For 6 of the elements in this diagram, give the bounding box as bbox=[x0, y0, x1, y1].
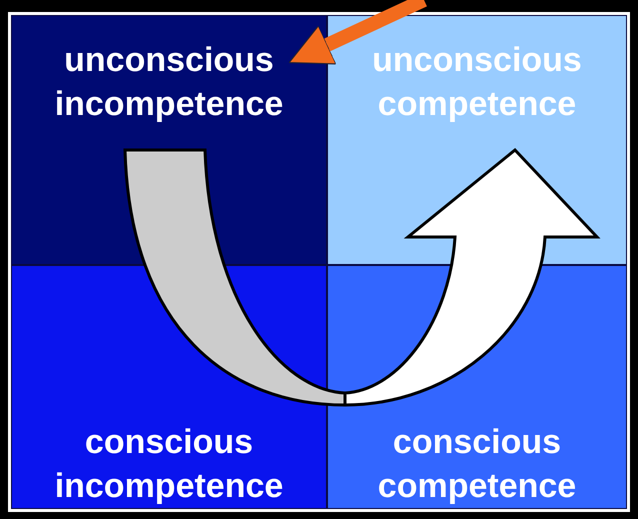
quadrant-label: conscious incompetence bbox=[54, 422, 284, 507]
u-turn-arrow bbox=[124, 148, 598, 406]
quadrant-label: unconscious competence bbox=[371, 40, 583, 125]
quadrant-label: conscious competence bbox=[376, 422, 578, 507]
pointer-arrow bbox=[288, 0, 427, 65]
quadrant-label: unconscious incompetence bbox=[54, 40, 284, 125]
